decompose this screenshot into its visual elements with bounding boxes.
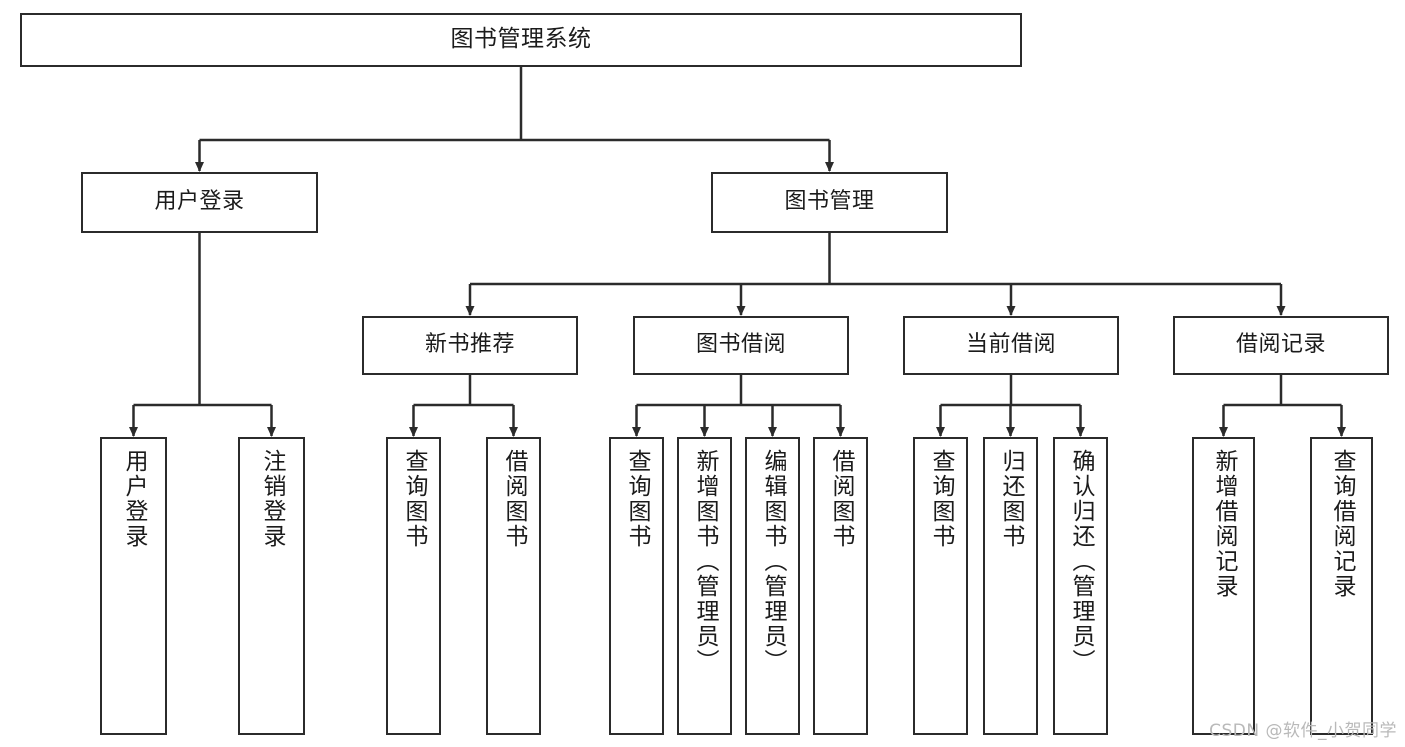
watermark: CSDN @软件_小贺同学 xyxy=(1209,721,1397,741)
node-label: 用户登录 xyxy=(121,449,147,549)
node-label: 图书管理系统 xyxy=(450,26,592,53)
node-leaf-edit-book-admin[interactable]: 编辑图书（管理员） xyxy=(745,437,800,735)
node-label: 新增图书（管理员） xyxy=(692,449,718,674)
node-root-book-management-system[interactable]: 图书管理系统 xyxy=(20,13,1022,67)
node-leaf-borrow-book-recommend[interactable]: 借阅图书 xyxy=(486,437,541,735)
node-new-book-recommendation[interactable]: 新书推荐 xyxy=(362,316,578,375)
node-leaf-return-book[interactable]: 归还图书 xyxy=(983,437,1038,735)
node-user-login[interactable]: 用户登录 xyxy=(81,172,318,233)
node-book-management[interactable]: 图书管理 xyxy=(711,172,948,233)
node-leaf-user-login[interactable]: 用户登录 xyxy=(100,437,167,735)
node-label: 查询图书 xyxy=(401,449,427,549)
node-label: 查询借阅记录 xyxy=(1329,449,1355,599)
node-label: 查询图书 xyxy=(928,449,954,549)
node-borrowing-record[interactable]: 借阅记录 xyxy=(1173,316,1389,375)
node-label: 新增借阅记录 xyxy=(1211,449,1237,599)
node-label: 用户登录 xyxy=(154,189,245,215)
node-label: 注销登录 xyxy=(259,449,285,549)
node-leaf-add-book-admin[interactable]: 新增图书（管理员） xyxy=(677,437,732,735)
node-leaf-confirm-return-admin[interactable]: 确认归还（管理员） xyxy=(1053,437,1108,735)
node-label: 确认归还（管理员） xyxy=(1068,449,1094,674)
node-leaf-logout[interactable]: 注销登录 xyxy=(238,437,305,735)
node-current-borrowing[interactable]: 当前借阅 xyxy=(903,316,1119,375)
node-label: 图书借阅 xyxy=(695,332,786,358)
node-label: 借阅图书 xyxy=(828,449,854,549)
node-leaf-query-book-borrow[interactable]: 查询图书 xyxy=(609,437,664,735)
node-label: 当前借阅 xyxy=(965,332,1056,358)
node-leaf-query-book-current[interactable]: 查询图书 xyxy=(913,437,968,735)
node-label: 新书推荐 xyxy=(424,332,515,358)
node-label: 借阅图书 xyxy=(501,449,527,549)
node-label: 归还图书 xyxy=(998,449,1024,549)
node-label: 查询图书 xyxy=(624,449,650,549)
node-book-borrowing[interactable]: 图书借阅 xyxy=(633,316,849,375)
node-label: 编辑图书（管理员） xyxy=(760,449,786,674)
node-leaf-query-book-recommend[interactable]: 查询图书 xyxy=(386,437,441,735)
node-leaf-borrow-book[interactable]: 借阅图书 xyxy=(813,437,868,735)
node-leaf-add-borrow-record[interactable]: 新增借阅记录 xyxy=(1192,437,1255,735)
node-label: 借阅记录 xyxy=(1235,332,1326,358)
node-label: 图书管理 xyxy=(784,189,875,215)
node-leaf-query-borrow-record[interactable]: 查询借阅记录 xyxy=(1310,437,1373,735)
